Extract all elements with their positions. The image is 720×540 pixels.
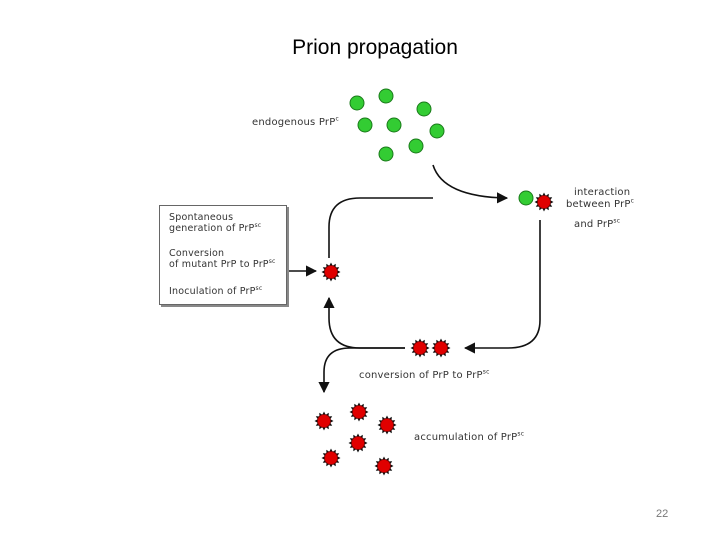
- label-accumulation: accumulation of PrPsc: [414, 430, 525, 444]
- source-inoculation-line1: Inoculation of PrPsc: [169, 284, 263, 297]
- label-interaction-line3-sup: sc: [613, 217, 621, 225]
- label-conversion-text: conversion of PrP to PrP: [359, 370, 483, 381]
- converted-prpsc: [413, 341, 427, 355]
- label-endogenous-text: endogenous PrP: [252, 117, 336, 128]
- prpc-circle: [378, 146, 394, 162]
- source-prpsc: [324, 265, 338, 279]
- arrow-conversion-to-source: [323, 296, 405, 349]
- accumulated-prpsc: [352, 405, 366, 419]
- prpc-circle: [349, 95, 365, 111]
- source-spontaneous-line2-sup: sc: [254, 221, 262, 229]
- label-interaction-line1: interaction: [574, 187, 631, 198]
- interaction-prpc-circle: [518, 190, 534, 206]
- prpc-circle: [357, 117, 373, 133]
- source-inoculation-line1-sup: sc: [255, 284, 263, 292]
- source-mutant-line2-text: of mutant PrP to PrP: [169, 259, 269, 270]
- label-accumulation-text: accumulation of PrP: [414, 432, 518, 443]
- accumulated-prpsc: [324, 451, 338, 465]
- source-mutant-line1: Conversion: [169, 248, 225, 259]
- label-conversion-sup: sc: [482, 368, 490, 376]
- prpsc-sources-box: Spontaneous generation of PrPsc Conversi…: [159, 205, 287, 305]
- converted-prpsc: [434, 341, 448, 355]
- accumulated-prpsc: [380, 418, 394, 432]
- interaction-prpsc: [537, 195, 551, 209]
- source-item-mutant: Conversion of mutant PrP to PrPsc: [169, 248, 276, 270]
- prpc-circle: [416, 101, 432, 117]
- prpc-circle: [408, 138, 424, 154]
- label-endogenous-sup: c: [335, 115, 339, 123]
- source-item-spontaneous: Spontaneous generation of PrPsc: [169, 212, 261, 234]
- prpc-circle: [429, 123, 445, 139]
- endogenous-prpc-group: [349, 88, 445, 162]
- label-interaction: interaction between PrPc and PrPsc: [566, 187, 634, 231]
- label-interaction-line2: between PrPc: [566, 197, 635, 211]
- prpc-circle: [386, 117, 402, 133]
- label-interaction-line3-text: and PrP: [574, 219, 614, 230]
- label-accumulation-sup: sc: [517, 430, 525, 438]
- arrow-endogenous-to-interaction: [432, 164, 509, 204]
- accumulated-prpsc: [317, 414, 331, 428]
- label-interaction-line2-sup: c: [630, 197, 635, 205]
- prpsc-groups: [314, 192, 554, 476]
- slide-title: Prion propagation: [292, 36, 458, 59]
- page-number: 22: [656, 508, 669, 520]
- arrow-interaction-to-conversion: [463, 220, 541, 354]
- source-spontaneous-line2-text: generation of PrP: [169, 223, 255, 234]
- accumulated-prpsc: [351, 436, 365, 450]
- label-interaction-line2-text: between PrP: [566, 199, 631, 210]
- arrow-conversion-to-accumulation: [318, 347, 405, 394]
- source-spontaneous-line2: generation of PrPsc: [169, 221, 262, 234]
- prpc-circle: [378, 88, 394, 104]
- source-inoculation-line1-text: Inoculation of PrP: [169, 286, 256, 297]
- label-interaction-line3: and PrPsc: [566, 217, 634, 231]
- source-mutant-line2: of mutant PrP to PrPsc: [169, 257, 276, 270]
- label-endogenous-prpc: endogenous PrPc: [252, 115, 339, 129]
- arrow-source-to-interaction: [328, 197, 433, 258]
- accumulated-prpsc: [377, 459, 391, 473]
- source-spontaneous-line1: Spontaneous: [169, 212, 234, 223]
- label-conversion: conversion of PrP to PrPsc: [359, 368, 490, 382]
- source-item-inoculation: Inoculation of PrPsc: [169, 284, 263, 297]
- source-mutant-line2-sup: sc: [268, 257, 276, 265]
